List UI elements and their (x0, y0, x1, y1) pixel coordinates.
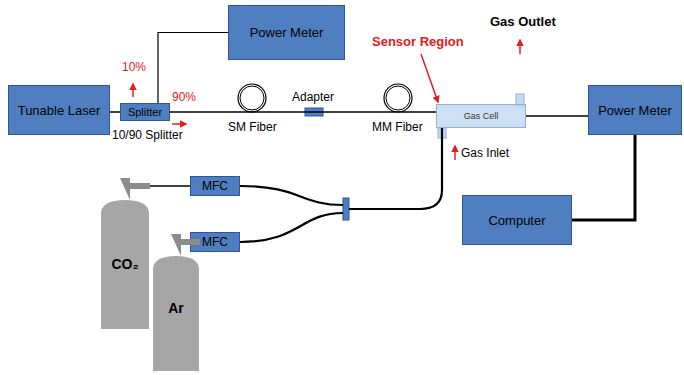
annotation-label: SM Fiber (228, 120, 277, 134)
gas-cylinder: CO₂ (100, 178, 150, 330)
annotation-label: Gas Inlet (461, 146, 509, 160)
node-text: Gas Cell (464, 111, 499, 121)
connector (110, 111, 120, 113)
node-text: Splitter (128, 106, 162, 118)
node-text: MFC (202, 235, 228, 249)
tee-junction (343, 198, 349, 220)
annotation-label: 10% (122, 60, 146, 74)
connector (526, 115, 588, 117)
arrow (421, 54, 438, 102)
node-text: Power Meter (598, 103, 672, 118)
node-text: Tunable Laser (18, 103, 101, 118)
mm-fiber-coil (384, 84, 412, 112)
arrow (172, 123, 186, 125)
connector (240, 213, 343, 242)
device-box: Computer (462, 195, 572, 245)
sm-fiber-coil (240, 86, 264, 110)
node-text: Power Meter (250, 25, 324, 40)
node-text: Computer (488, 213, 545, 228)
annotation-label: 90% (172, 90, 196, 104)
device-box: Power Meter (588, 85, 682, 135)
annotation-label: 10/90 Splitter (112, 128, 183, 142)
gas-cell: Gas Cell (436, 104, 526, 128)
arrow (519, 40, 521, 54)
sm-fiber-coil (238, 84, 266, 112)
device-box: Tunable Laser (8, 85, 110, 135)
device-box: Power Meter (228, 5, 345, 60)
arrow (132, 84, 134, 97)
gas-cylinder (100, 178, 150, 330)
annotation-label: Sensor Region (372, 34, 464, 49)
annotation-label: Adapter (292, 90, 334, 104)
gas-cylinder: Ar (152, 222, 200, 372)
connector (170, 111, 436, 113)
node-text: CO₂ (111, 256, 138, 272)
device-box: MFC (190, 176, 240, 196)
mm-fiber-coil (386, 86, 410, 110)
node-text: MFC (202, 179, 228, 193)
device-box: Splitter (120, 103, 170, 121)
connector (240, 128, 442, 209)
annotation-label: Gas Outlet (490, 14, 556, 29)
connector (572, 135, 635, 220)
gas-cylinder (152, 222, 200, 372)
annotation-label: MM Fiber (372, 120, 423, 134)
node-text: Ar (168, 300, 184, 316)
connector (158, 33, 228, 104)
arrow (454, 146, 456, 160)
connector (150, 185, 190, 187)
